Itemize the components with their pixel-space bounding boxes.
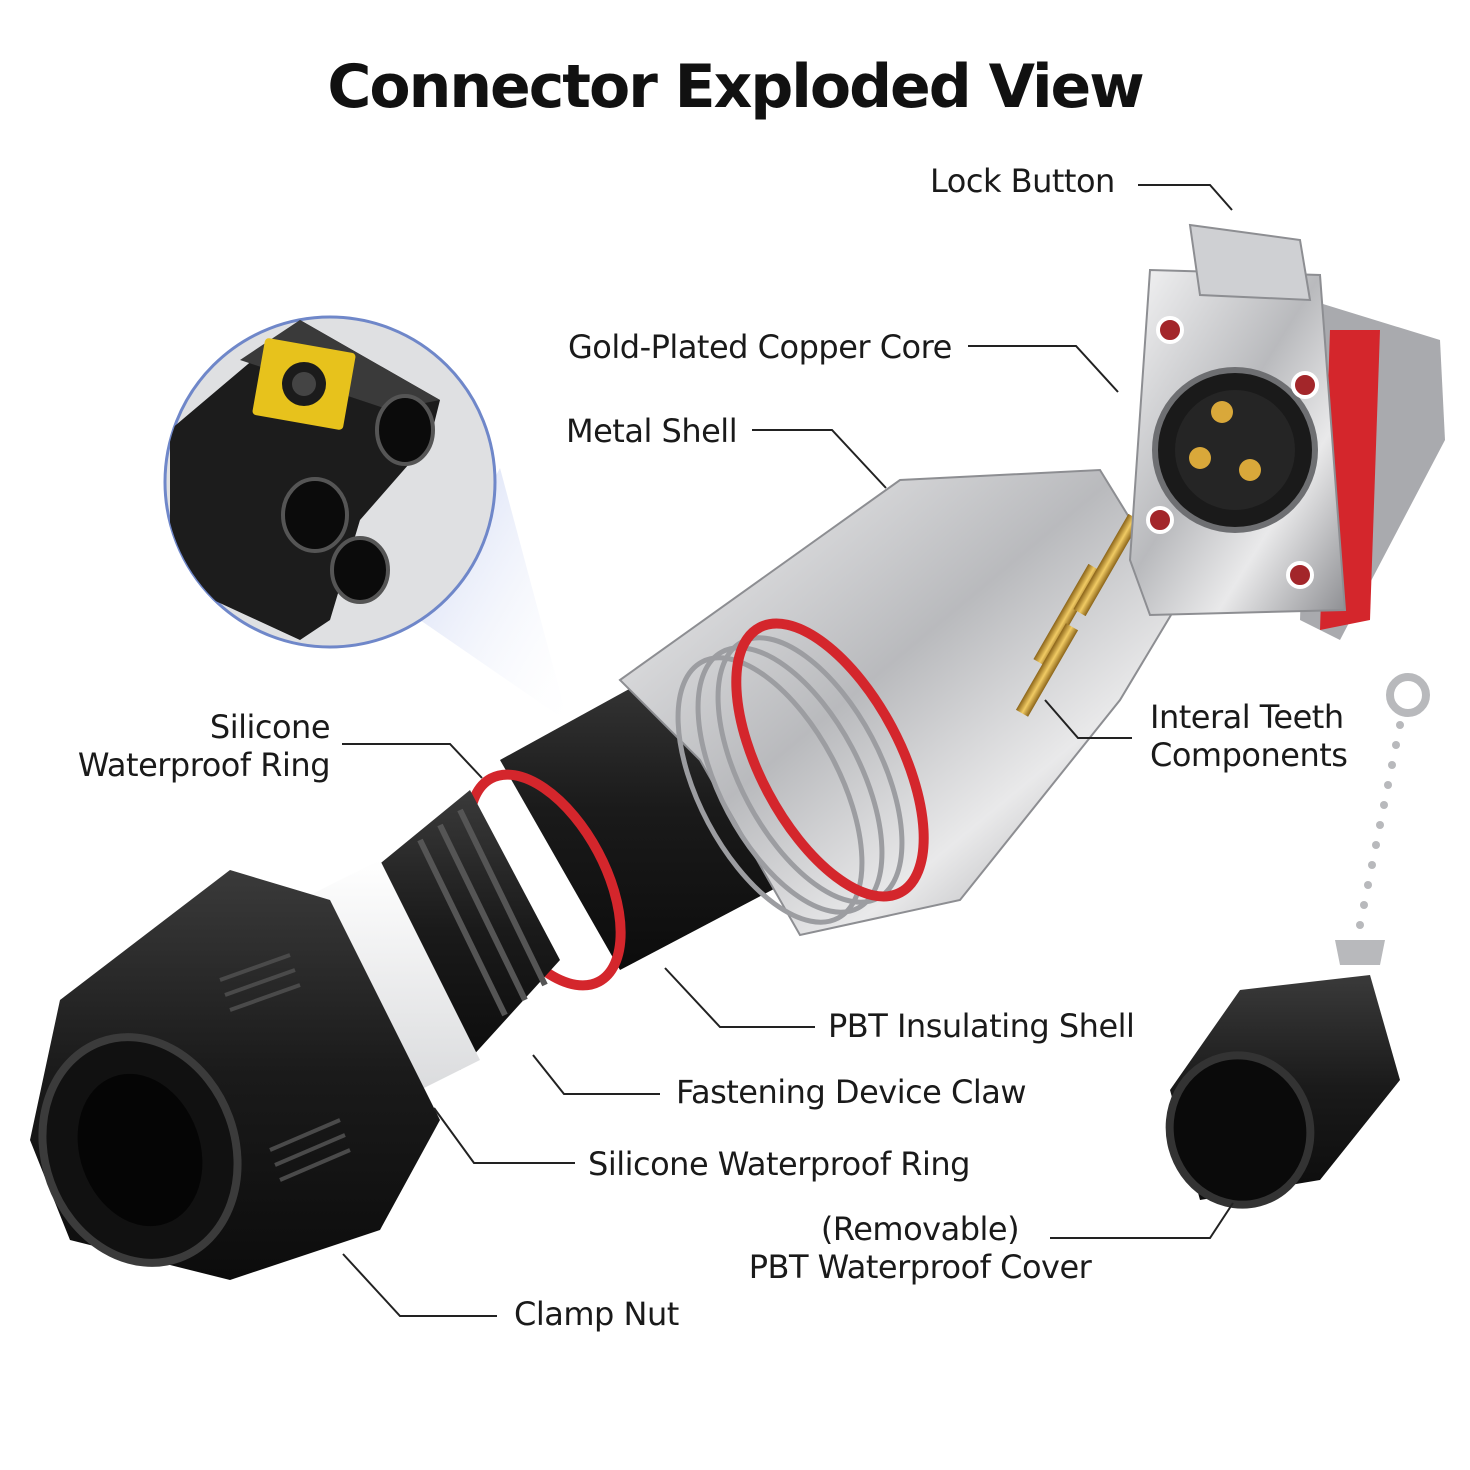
label-silicone-ring-top-line2: Waterproof Ring <box>77 746 331 784</box>
label-silicone-ring-bottom: Silicone Waterproof Ring <box>588 1145 970 1183</box>
label-fastening-claw: Fastening Device Claw <box>676 1073 1027 1111</box>
label-metal-shell: Metal Shell <box>566 412 738 450</box>
label-clamp-nut: Clamp Nut <box>514 1295 679 1333</box>
label-internal-teeth-line2: Components <box>1150 736 1348 774</box>
connector-body <box>30 468 1182 1280</box>
page-title: Connector Exploded View <box>327 52 1144 122</box>
zoom-detail-circle <box>163 315 497 649</box>
label-internal-teeth-line1: Interal Teeth <box>1150 698 1344 736</box>
label-gold-core: Gold-Plated Copper Core <box>568 328 952 366</box>
label-removable-cover-line2: PBT Waterproof Cover <box>748 1248 1092 1286</box>
label-lock-button: Lock Button <box>930 162 1115 200</box>
clamp-nut-shape <box>30 870 440 1280</box>
label-internal-teeth: Interal Teeth Components <box>1150 698 1348 774</box>
label-removable-cover-line1: (Removable) <box>820 1210 1020 1248</box>
label-silicone-ring-top: Silicone Waterproof Ring <box>60 708 331 784</box>
leader-lines <box>342 184 1234 1317</box>
label-removable-cover: (Removable) PBT Waterproof Cover <box>740 1210 1100 1286</box>
zoom-cone <box>420 468 568 722</box>
label-silicone-ring-top-line1: Silicone <box>209 708 331 746</box>
waterproof-cover <box>1165 673 1430 1209</box>
label-pbt-insulating-shell: PBT Insulating Shell <box>828 1007 1135 1045</box>
socket-receptacle <box>1128 223 1445 640</box>
